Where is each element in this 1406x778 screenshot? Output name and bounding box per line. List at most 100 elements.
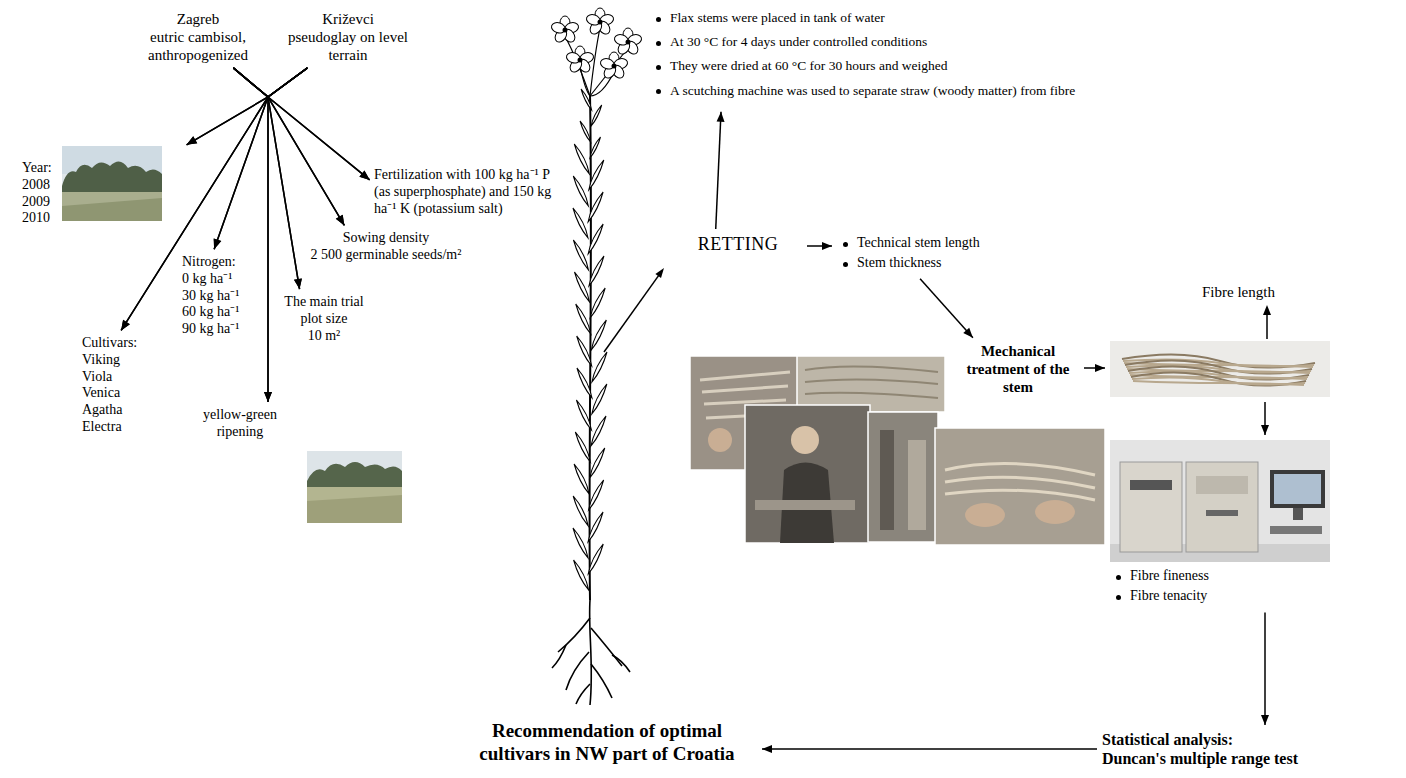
plant-leaf	[589, 160, 604, 190]
plant-leaf	[573, 208, 588, 238]
connector-line	[233, 68, 268, 402]
flax-flower	[565, 46, 595, 74]
node-text: Nitrogen:	[182, 254, 254, 271]
connector	[233, 68, 302, 289]
connector	[264, 68, 307, 402]
node-text: 2008 2009 2010	[22, 177, 58, 227]
flax-flower	[550, 16, 580, 44]
node-text: At 30 °C for 4 days under controlled con…	[650, 34, 1217, 50]
plant-leaf	[588, 224, 603, 254]
arrow-head	[294, 279, 302, 290]
factor-cultivars: Cultivars:Viking Viola Venica Agatha Ele…	[80, 333, 154, 438]
plant-leaf	[574, 464, 589, 494]
leader-arrow	[1110, 301, 1338, 341]
connector	[807, 242, 832, 250]
text-column: Year:2008 2009 2010	[22, 142, 58, 227]
node-text: Fibre tenacity	[1110, 588, 1338, 605]
node-text: Technical stem length	[837, 235, 1002, 252]
flax-flower	[599, 52, 629, 80]
plant-leaf	[580, 121, 591, 142]
flower-centre	[612, 64, 617, 69]
node-text: A scutching machine was used to separate…	[650, 83, 1217, 99]
connector	[214, 68, 308, 249]
arrow-head	[336, 215, 345, 226]
node-text: 10 m²	[282, 328, 366, 345]
node-text: Statistical analysis:	[1102, 730, 1370, 749]
connector-line	[716, 112, 721, 229]
plant-leaf	[590, 137, 601, 158]
fibre-photo	[1110, 341, 1330, 397]
flax-flower	[585, 8, 615, 36]
arrow-head	[187, 136, 198, 145]
connector	[214, 68, 268, 249]
flower-centre	[578, 58, 583, 63]
analysis-step: Statistical analysis:Duncan's multiple r…	[1100, 728, 1372, 770]
connector	[268, 68, 370, 180]
connector-line	[1264, 613, 1266, 725]
plant-leaf	[590, 288, 605, 318]
arrow-head	[121, 320, 130, 331]
plant-leaf	[591, 105, 602, 126]
node-text: eutric cambisol, anthropogenized	[132, 28, 264, 64]
plant-leaf	[575, 432, 590, 462]
arrow-head	[214, 238, 222, 249]
node-text: Cultivars:	[82, 335, 152, 352]
plant-leaf	[574, 560, 589, 590]
field-photo	[307, 451, 402, 523]
connector-line	[233, 68, 344, 225]
node-text: Fertilization with 100 kg ha⁻¹ P (as sup…	[374, 167, 566, 217]
node-text: Stem thickness	[837, 255, 1002, 272]
plant-leaf	[589, 256, 604, 286]
arrow-head	[963, 328, 973, 338]
flower-petal	[550, 21, 566, 35]
arrow-head	[359, 171, 369, 180]
factor-plot: The main trial plot size10 m²	[280, 292, 368, 346]
connector	[762, 745, 1097, 753]
arrow-head	[822, 242, 832, 250]
factor-sowing: Sowing density2 500 germinable seeds/m²	[300, 228, 472, 266]
retting-notes: Flax stems were placed in tank of waterA…	[648, 8, 1219, 109]
field-photo	[62, 146, 162, 221]
plant-leaf	[592, 384, 607, 414]
arrow-head	[1261, 425, 1269, 435]
connector-line	[762, 748, 1097, 750]
flax-flower	[613, 28, 643, 56]
node-text: Križevci	[282, 10, 414, 28]
site-label: Križevcipseudoglay on level terrain	[280, 8, 416, 66]
connector	[233, 68, 272, 402]
node-text: Zagreb	[132, 10, 264, 28]
node-text: pseudoglay on level terrain	[282, 28, 414, 64]
connector-line	[214, 68, 307, 249]
connector	[233, 68, 369, 180]
node-text: RETTING	[674, 234, 802, 256]
connector	[268, 68, 344, 226]
arrow-head	[294, 279, 302, 290]
node-text: Viking Viola Venica Agatha Electra	[82, 352, 140, 436]
node-text: The main trial plot size	[282, 294, 366, 328]
plant-leaf	[591, 416, 606, 446]
plant-leaf	[591, 320, 606, 350]
arrow-head	[717, 112, 725, 122]
treatment-photos	[690, 356, 1105, 545]
plant-stem	[590, 95, 591, 600]
factor-harvest: yellow-green ripening	[195, 405, 411, 525]
connector	[1261, 402, 1269, 435]
node-text: Duncan's multiple range test	[1102, 749, 1370, 768]
plant-leaf	[577, 336, 592, 366]
connector-line	[920, 279, 973, 338]
connector-line	[268, 68, 307, 402]
stem-measures: Technical stem lengthStem thickness	[835, 233, 1004, 277]
plant-leaf	[573, 528, 588, 558]
connector	[233, 68, 344, 225]
arrow-head	[1261, 715, 1269, 725]
factor-year: Year:2008 2009 2010	[20, 140, 184, 229]
flower-petal	[585, 13, 601, 27]
node-text: yellow-green ripening	[197, 407, 283, 441]
result-step: Recommendation of optimal cultivars in N…	[455, 718, 759, 768]
node-text: Sowing density	[302, 230, 470, 247]
factor-nitrogen: Nitrogen:0 kg ha⁻¹ 30 kg ha⁻¹ 60 kg ha⁻¹…	[180, 252, 256, 340]
node-text: They were dried at 60 °C for 30 hours an…	[650, 58, 1217, 74]
node-text: Mechanical treatment of the stem	[957, 342, 1079, 396]
connector-line	[268, 68, 370, 180]
connector	[920, 279, 973, 338]
